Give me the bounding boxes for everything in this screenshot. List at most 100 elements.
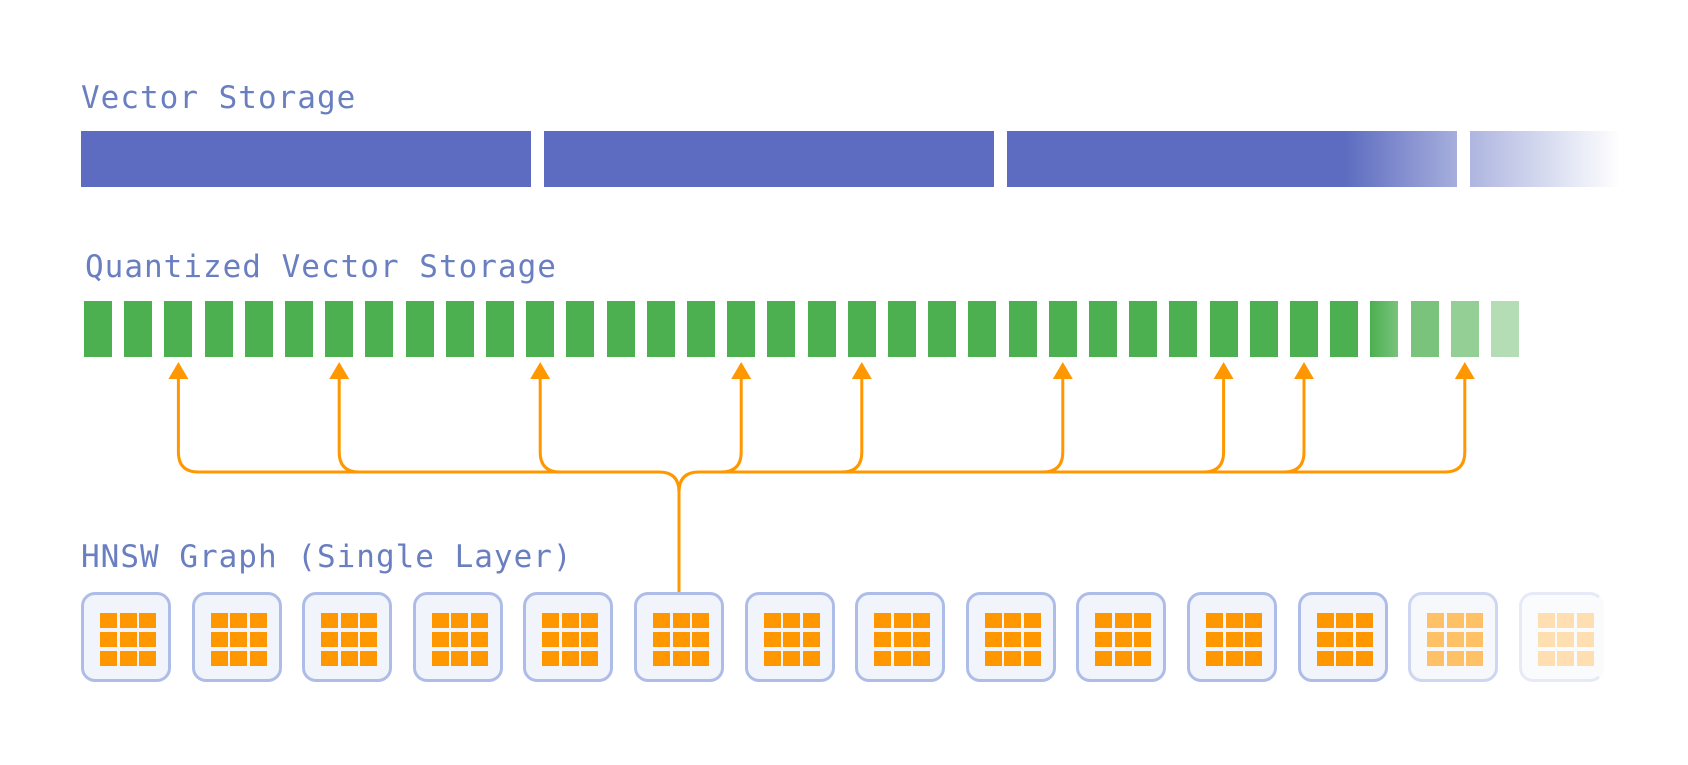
- node-grid-cell: [653, 632, 670, 647]
- node-grid-cell: [1336, 651, 1354, 666]
- node-grid-cell: [1336, 632, 1354, 647]
- hnsw-node: [1408, 592, 1499, 682]
- node-grid-cell: [1114, 651, 1132, 666]
- node-grid-cell: [1537, 651, 1555, 666]
- node-grid-cell: [1095, 632, 1113, 647]
- node-grid-cell: [119, 632, 137, 647]
- connection-branch-right: [677, 378, 1467, 493]
- node-grid-cell: [1245, 632, 1262, 647]
- node-grid-cell: [1023, 651, 1041, 666]
- node-grid-cell: [1225, 651, 1243, 666]
- connection-drop: [1283, 378, 1306, 474]
- node-grid-cell: [1427, 651, 1445, 666]
- hnsw-node: [81, 592, 171, 682]
- node-grid-cell: [100, 632, 117, 647]
- quantized-vector-bar: [164, 301, 193, 357]
- node-grid-cell: [1134, 632, 1152, 647]
- node-grid-cell: [360, 632, 378, 647]
- node-grid-cell: [672, 651, 690, 666]
- arrowhead: [731, 362, 752, 379]
- arrowhead: [329, 362, 350, 379]
- quantized-vector-bar: [1370, 301, 1399, 357]
- quantized-vector-bar: [566, 301, 595, 357]
- node-grid-cell: [561, 651, 579, 666]
- node-grid-cell: [451, 651, 469, 666]
- arrowhead: [1213, 362, 1234, 379]
- node-grid-cell: [100, 651, 117, 666]
- vector-storage-segment: [544, 131, 994, 187]
- node-grid-cell: [542, 613, 560, 628]
- quantized-vector-bar: [1491, 301, 1519, 357]
- quantized-vector-bar: [405, 301, 434, 357]
- node-grid-cell: [783, 632, 801, 647]
- arrowhead: [168, 362, 189, 379]
- hnsw-node: [1076, 592, 1167, 682]
- quantized-vector-bar: [365, 301, 394, 357]
- node-grid-cell: [1537, 632, 1555, 647]
- node-grid-cell: [783, 613, 801, 628]
- node-grid-cell: [1576, 613, 1594, 628]
- quantized-vector-bar: [968, 301, 997, 357]
- node-grid-cell: [1225, 613, 1243, 628]
- node-grid-cell: [1466, 632, 1484, 647]
- node-grid-cell: [1576, 651, 1594, 666]
- quantized-vector-bar: [124, 301, 153, 357]
- node-grid-cell: [119, 651, 137, 666]
- node-grid-cell: [230, 613, 248, 628]
- node-grid-cell: [470, 613, 488, 628]
- quantized-vector-bar: [445, 301, 474, 357]
- node-grid-cell: [210, 632, 228, 647]
- quantized-vector-bar: [1169, 301, 1198, 357]
- quantized-vector-bar: [1048, 301, 1077, 357]
- node-grid-cell: [874, 613, 892, 628]
- node-grid-cell: [210, 651, 228, 666]
- hnsw-node: [302, 592, 393, 682]
- quantized-vector-bar: [727, 301, 756, 357]
- node-grid-cell: [802, 651, 820, 666]
- node-grid-cell: [1206, 613, 1223, 628]
- hnsw-node: [1297, 592, 1388, 682]
- node-grid-cell: [913, 651, 931, 666]
- hnsw-node: [523, 592, 614, 682]
- node-grid-cell: [1316, 651, 1334, 666]
- quantized-vector-bar: [486, 301, 514, 357]
- node-grid-cell: [1427, 613, 1445, 628]
- vector-storage-segment: [1470, 131, 1620, 187]
- node-grid-cell: [249, 632, 267, 647]
- quantized-vector-bar: [1089, 301, 1117, 357]
- node-grid-cell: [1245, 651, 1262, 666]
- node-grid-cell: [763, 651, 781, 666]
- node-grid-cell: [139, 651, 156, 666]
- node-grid-cell: [249, 613, 267, 628]
- node-grid-cell: [1355, 632, 1373, 647]
- connection-drop: [1203, 378, 1226, 474]
- node-grid-cell: [1537, 613, 1555, 628]
- node-grid-cell: [119, 613, 137, 628]
- node-grid-cell: [1336, 613, 1354, 628]
- arrowhead: [1052, 362, 1073, 379]
- node-grid-cell: [692, 651, 709, 666]
- node-grid-cell: [1355, 651, 1373, 666]
- node-grid-cell: [249, 651, 267, 666]
- node-grid-cell: [672, 613, 690, 628]
- node-grid-cell: [230, 651, 248, 666]
- node-grid-cell: [1557, 613, 1575, 628]
- quantized-vector-bar: [767, 301, 796, 357]
- connection-drop: [841, 378, 864, 474]
- quantized-vector-bar: [646, 301, 675, 357]
- node-grid-cell: [1466, 613, 1484, 628]
- node-grid-cell: [763, 613, 781, 628]
- connection-drop: [337, 378, 360, 474]
- hnsw-node: [1518, 592, 1604, 682]
- node-grid-cell: [1023, 613, 1041, 628]
- hnsw-node: [634, 592, 724, 682]
- connection-branch-left: [176, 378, 681, 493]
- quantized-vector-bar: [1330, 301, 1359, 357]
- hnsw-node: [965, 592, 1056, 682]
- node-grid-cell: [1355, 613, 1373, 628]
- node-grid-cell: [893, 632, 911, 647]
- node-grid-cell: [1134, 651, 1152, 666]
- node-grid-cell: [210, 613, 228, 628]
- node-grid-cell: [561, 632, 579, 647]
